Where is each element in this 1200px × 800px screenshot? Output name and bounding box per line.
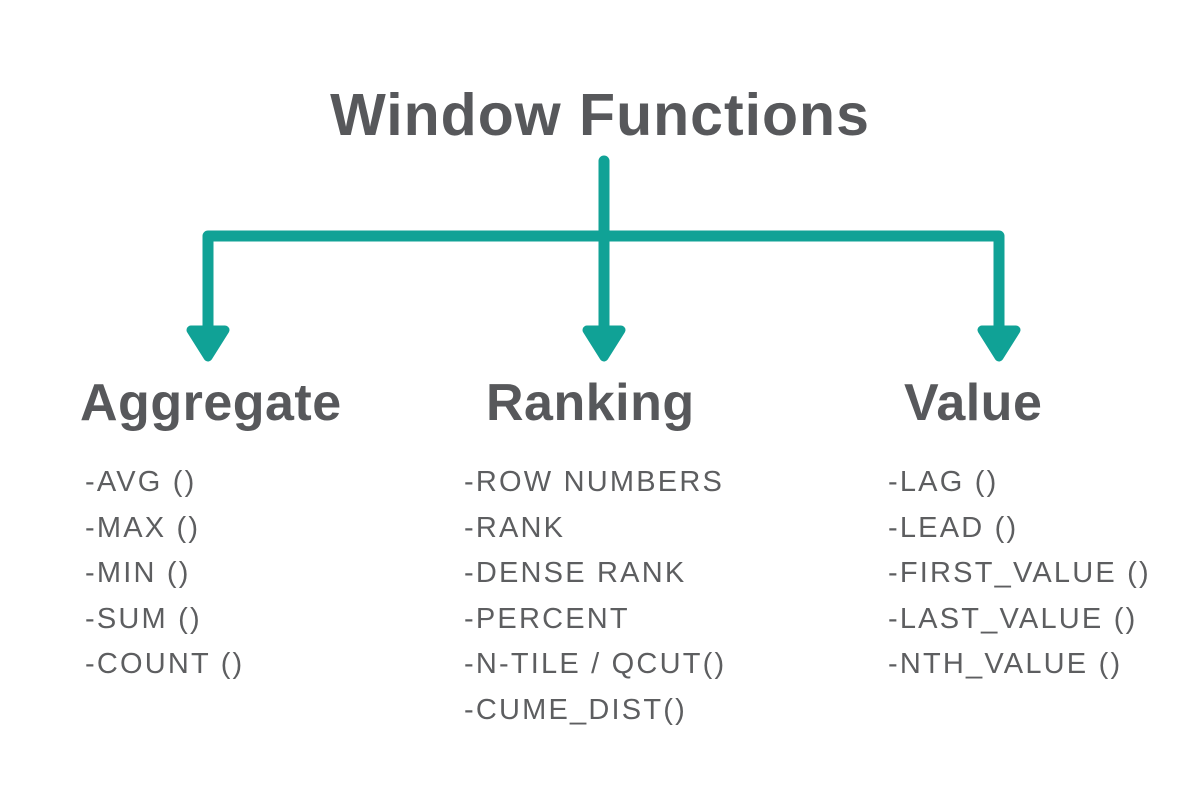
branch-list: -ROW NUMBERS -RANK -DENSE RANK -PERCENT -N-T… xyxy=(464,460,726,733)
list-item: -AVG () xyxy=(85,466,197,498)
list-item: -N-TILE / QCUT() xyxy=(464,648,727,680)
list-item: -RANK xyxy=(464,511,566,544)
arrow-down-icon xyxy=(582,325,626,362)
branch-title: Aggregate xyxy=(80,374,342,432)
list-item: -MIN () xyxy=(85,557,191,589)
connector-branch-line xyxy=(202,230,1005,340)
list-item: -PERCENT xyxy=(464,602,630,635)
list-item: -SUM () xyxy=(85,602,202,635)
diagram-title: Window Functions xyxy=(330,82,870,148)
branch-list: -AVG () -MAX () -MIN () -SUM () -COUNT () xyxy=(85,460,342,688)
list-item: -DENSE RANK xyxy=(464,557,687,589)
list-item: -MAX () xyxy=(85,511,201,544)
list-item: -FIRST_VALUE () xyxy=(888,557,1151,589)
list-item: -LAG () xyxy=(888,466,999,498)
branch-title: Ranking xyxy=(486,374,695,432)
branch-list: -LAG () -LEAD () -FIRST_VALUE () -LAST_VALU… xyxy=(888,460,1151,688)
branch-value: Value -LAG () -LEAD () -FIRST_VALUE () -LAS… xyxy=(888,372,1151,688)
arrow-down-icon xyxy=(977,325,1021,362)
list-item: -LEAD () xyxy=(888,511,1019,544)
list-item: -CUME_DIST() xyxy=(464,693,687,726)
list-item: -COUNT () xyxy=(85,648,245,680)
list-item: -NTH_VALUE () xyxy=(888,648,1123,680)
branch-title: Value xyxy=(904,374,1043,432)
branch-aggregate: Aggregate -AVG () -MAX () -MIN () -SUM () -C… xyxy=(80,372,342,688)
arrow-down-icon xyxy=(186,325,230,362)
branch-ranking: Ranking -ROW NUMBERS -RANK -DENSE RANK -PER… xyxy=(464,372,726,733)
list-item: -ROW NUMBERS xyxy=(464,466,725,498)
list-item: -LAST_VALUE () xyxy=(888,602,1138,635)
